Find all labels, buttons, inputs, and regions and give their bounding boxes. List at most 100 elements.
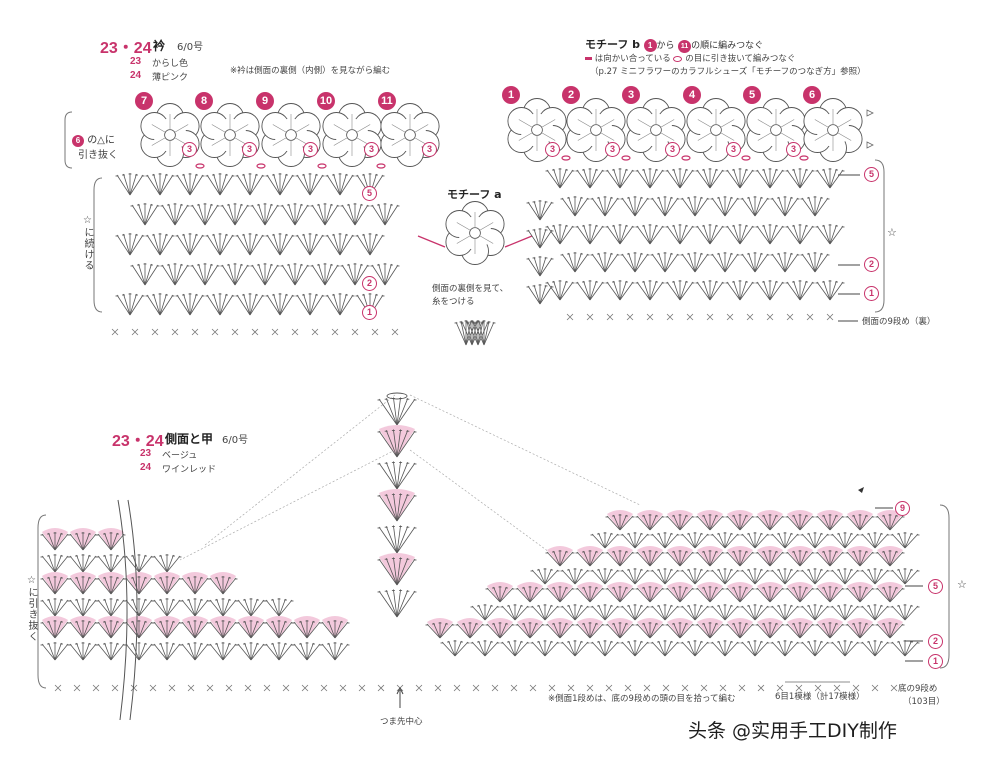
stitch-line [339, 174, 354, 196]
fan-stitch [124, 616, 154, 639]
stitch-line [568, 568, 576, 585]
stitch-line [786, 623, 801, 639]
guide-line [409, 394, 641, 506]
stitch-line [748, 640, 756, 657]
fan-stitch [800, 568, 830, 585]
fan-stitch [755, 510, 785, 531]
fan-stitch [695, 546, 725, 567]
stitch-line [183, 293, 191, 316]
stitch-line [544, 569, 559, 585]
side-row-label-9: 9 [895, 501, 910, 516]
stitch-line [48, 598, 56, 617]
stitch-line [378, 203, 386, 226]
stitch-line [484, 640, 492, 657]
x-stitch [371, 328, 379, 336]
stitch-line [769, 551, 784, 567]
x-stitch [191, 328, 199, 336]
join-oval [376, 163, 386, 169]
x-stitch [391, 328, 399, 336]
stitch-line [561, 605, 576, 621]
join-oval [681, 155, 691, 161]
stitch-line [823, 168, 831, 189]
fan-stitch [500, 604, 530, 621]
stitch-line [823, 224, 831, 245]
spoke [601, 119, 615, 128]
stitch-line [799, 515, 814, 531]
stitch-line [123, 173, 131, 196]
stitch-line [891, 605, 906, 621]
stitch-line [204, 204, 219, 226]
stitch-line [748, 252, 756, 273]
stitch-line [846, 515, 861, 531]
stitch-line [529, 586, 537, 603]
stitch-line [249, 173, 257, 196]
stitch-line [591, 253, 606, 273]
stitch-line [898, 640, 906, 657]
join-oval [317, 163, 327, 169]
fan-stitch [205, 233, 235, 256]
stitch-line [621, 533, 636, 549]
spoke [333, 137, 347, 146]
stitch-line [385, 462, 398, 490]
stitch-line [138, 620, 146, 639]
stitch-line [324, 203, 332, 226]
spoke [175, 124, 189, 133]
motif-b-title-from: 1 [643, 39, 657, 52]
stitch-line [129, 293, 137, 316]
fan-stitch [695, 168, 725, 189]
stitch-line [574, 641, 589, 657]
stitch-line [598, 604, 606, 621]
stitch-line [160, 642, 168, 661]
stitch-line [724, 533, 739, 549]
fan-stitch [755, 618, 785, 639]
collar-motif-number: 10 [317, 92, 335, 110]
stitch-line [799, 225, 814, 245]
stitch-line [861, 641, 876, 657]
stitch-line [784, 640, 792, 657]
stitch-line [649, 586, 657, 603]
stitch-line [724, 196, 732, 217]
stitch-line [306, 642, 314, 661]
stitch-line [861, 605, 876, 621]
fan-stitch [526, 284, 554, 305]
stitch-line [606, 623, 621, 639]
stitch-line [613, 550, 621, 567]
motif-b-title-to: 11 [678, 40, 692, 53]
fan-stitch [680, 252, 710, 273]
stitch-line [829, 586, 837, 603]
stitch-line [771, 533, 786, 549]
stitch-line [104, 554, 112, 573]
stitch-line [634, 568, 642, 585]
stitch-line [469, 622, 477, 639]
stitch-line [559, 622, 567, 639]
fan-stitch [377, 525, 417, 554]
side-repeat-note: 6目1模様（計17模様） [775, 692, 865, 702]
flower-motif [380, 103, 440, 167]
fan-stitch [130, 203, 160, 226]
fan-stitch [605, 280, 635, 301]
x-stitch [377, 684, 385, 692]
stitch-line [739, 551, 754, 567]
stitch-line [265, 599, 280, 617]
stitch-line [166, 621, 181, 639]
stitch-line [484, 605, 499, 621]
fan-stitch [785, 618, 815, 639]
collar-motif-number: 11 [378, 92, 396, 110]
stitch-line [634, 640, 642, 657]
fan-stitch [440, 640, 470, 657]
stitch-line [559, 168, 567, 189]
stitch-line [341, 264, 356, 286]
stitch-line [478, 640, 486, 657]
stitch-line [784, 532, 792, 549]
stitch-line [279, 233, 287, 256]
stitch-line [769, 587, 784, 603]
stitch-line [859, 623, 874, 639]
stitch-line [694, 252, 702, 273]
stitch-line [726, 551, 741, 567]
center-fill [393, 118, 427, 152]
stitch-line [441, 641, 456, 657]
b-row-label-1: 1 [864, 286, 879, 301]
stitch-line [326, 234, 341, 256]
fan-stitch [815, 618, 845, 639]
stitch-line [221, 204, 236, 226]
